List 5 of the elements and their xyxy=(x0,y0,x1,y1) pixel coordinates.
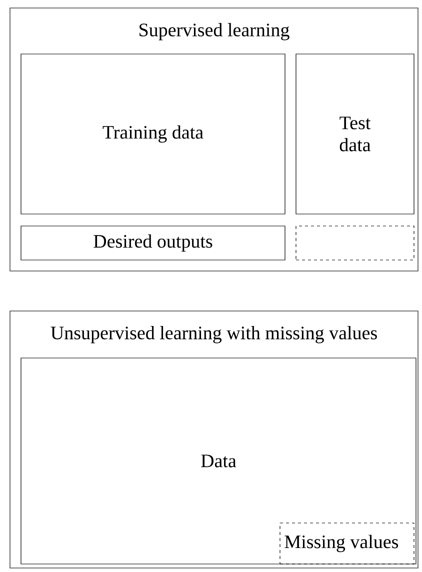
data-box: Desired outputs xyxy=(20,226,286,260)
data-box: Training data xyxy=(20,54,286,214)
data-box: Test data xyxy=(296,54,414,214)
placeholder-box xyxy=(296,226,414,260)
missing-values-box: Missing values xyxy=(280,522,414,564)
